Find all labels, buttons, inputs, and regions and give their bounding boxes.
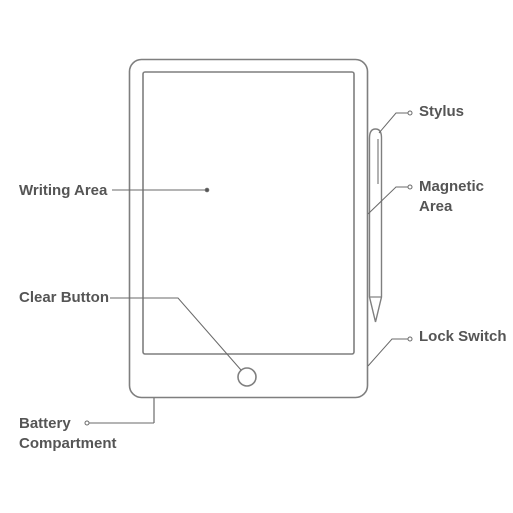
stylus-label: Stylus bbox=[419, 103, 465, 120]
stylus-leader bbox=[378, 112, 410, 134]
writing-screen bbox=[142, 71, 355, 355]
leader-lines bbox=[87, 112, 410, 424]
magnetic-label-line2: Area bbox=[419, 198, 453, 215]
stylus-pen bbox=[368, 128, 383, 323]
magnetic-area-dot bbox=[407, 184, 413, 190]
magnetic-area-leader bbox=[367, 186, 410, 215]
magnetic-area-label: Magnetic Area bbox=[419, 177, 484, 217]
battery-compartment-label: Battery Compartment bbox=[19, 414, 117, 454]
clear-button-leader bbox=[110, 297, 242, 371]
lock-switch-leader bbox=[367, 338, 410, 367]
clear-button-circle bbox=[237, 367, 257, 387]
battery-label-line1: Battery bbox=[19, 415, 71, 432]
leader-dots bbox=[84, 110, 413, 426]
writing-area-dot bbox=[204, 187, 210, 193]
writing-area-label: Writing Area bbox=[19, 182, 108, 199]
stylus-dot bbox=[407, 110, 413, 116]
clear-button-label: Clear Button bbox=[19, 289, 109, 306]
lock-switch-dot bbox=[407, 336, 413, 342]
battery-dot bbox=[84, 420, 90, 426]
battery-label-line2: Compartment bbox=[19, 435, 117, 452]
magnetic-label-line1: Magnetic bbox=[419, 178, 485, 195]
lock-switch-label: Lock Switch bbox=[419, 328, 507, 345]
tablet-body bbox=[128, 58, 369, 399]
